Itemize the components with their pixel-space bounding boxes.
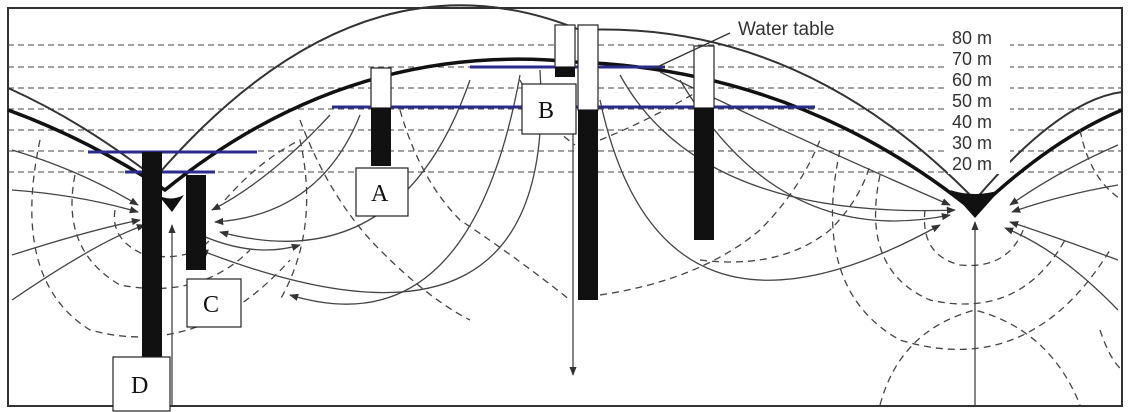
diagram-frame [7,7,1123,407]
well-c [186,175,206,270]
well-b-left [554,24,576,77]
elevation-label-50: 50 m [952,91,992,111]
elevation-label-80: 80 m [952,28,992,48]
elevation-label-20: 20 m [952,154,992,174]
pond-left [158,195,184,212]
svg-text:A: A [371,181,389,207]
elevation-label-30: 30 m [952,133,992,153]
elevation-label-70: 70 m [952,49,992,69]
well-b [577,24,599,300]
stream-right [950,190,1000,218]
well-a [370,67,392,166]
elevation-labels: 80 m 70 m 60 m 50 m 40 m 30 m 20 m [948,28,1010,174]
water-table-label: Water table [738,19,834,40]
water-table-leader [654,32,731,69]
well-d [142,152,162,357]
well-right [693,45,715,240]
flow-lines [11,69,1119,405]
svg-text:C: C [203,292,219,318]
well-label-b: B [521,83,577,135]
elevation-label-40: 40 m [952,112,992,132]
well-label-c: C [186,278,242,328]
elevation-label-60: 60 m [952,70,992,90]
well-label-a: A [355,167,409,217]
svg-text:D: D [131,373,148,399]
svg-text:B: B [538,98,554,124]
well-label-d: D [112,356,171,412]
